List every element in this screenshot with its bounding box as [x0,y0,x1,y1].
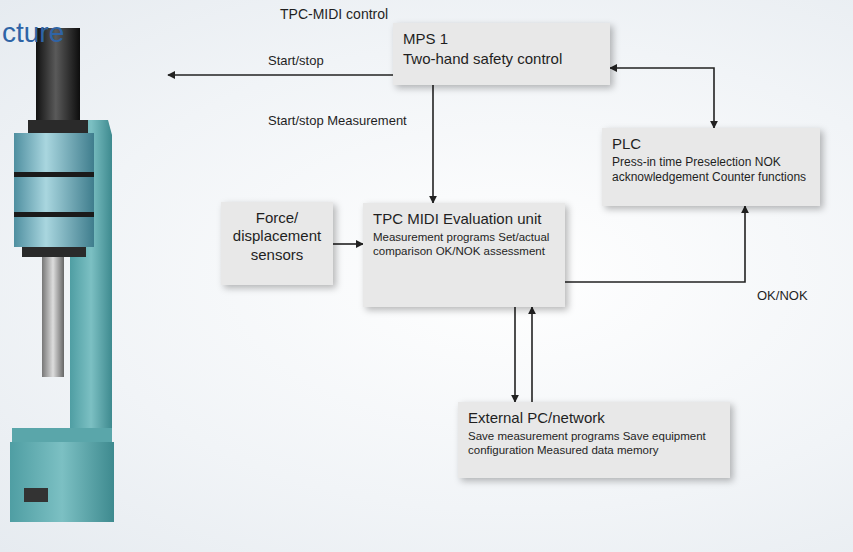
box-heading: External PC/network [468,409,720,427]
press-ring [14,172,94,177]
external-pc-box: External PC/networkSave measurement prog… [458,402,730,478]
box-text: Press-in time Preselection NOK acknowled… [612,155,810,184]
sensor-box: Force/ displacement sensors [221,202,333,285]
press-base [10,442,114,522]
connector-arrow [565,206,745,282]
diagram-heading: TPC-MIDI control [280,6,388,23]
press-panel [24,488,48,502]
box-heading: PLC [612,135,810,153]
connector-arrow [514,307,516,402]
box-text: Measurement programs Set/actual comparis… [373,230,555,258]
safety-control-box: MPS 1 Two-hand safety control [393,23,610,85]
box-heading: Force/ displacement sensors [231,209,323,264]
press-collar [22,247,86,257]
box-heading: MPS 1 [403,30,600,48]
connector-arrow [531,307,533,402]
evaluation-unit-box: TPC MIDI Evaluation unitMeasurement prog… [363,203,565,307]
connector-arrow [333,243,363,245]
box-text: Save measurement programs Save equipment… [468,429,720,457]
plc-box: PLC Press-in time Preselection NOK acknow… [602,128,820,206]
signal-label: Start/stop [268,53,324,69]
box-heading: TPC MIDI Evaluation unit [373,210,555,228]
press-ring [14,212,94,217]
press-ram [42,257,64,377]
press-table [12,428,112,442]
press-collar [28,120,88,133]
signal-label: Start/stop Measurement [268,113,407,129]
connector-arrow [432,85,434,203]
connector-arrow [610,68,714,128]
box-text: Two-hand safety control [403,50,600,68]
signal-label: OK/NOK [757,288,808,304]
press-cylinder [14,133,94,247]
title-fragment: cture [2,16,64,50]
start-stop-arrow [168,74,393,76]
